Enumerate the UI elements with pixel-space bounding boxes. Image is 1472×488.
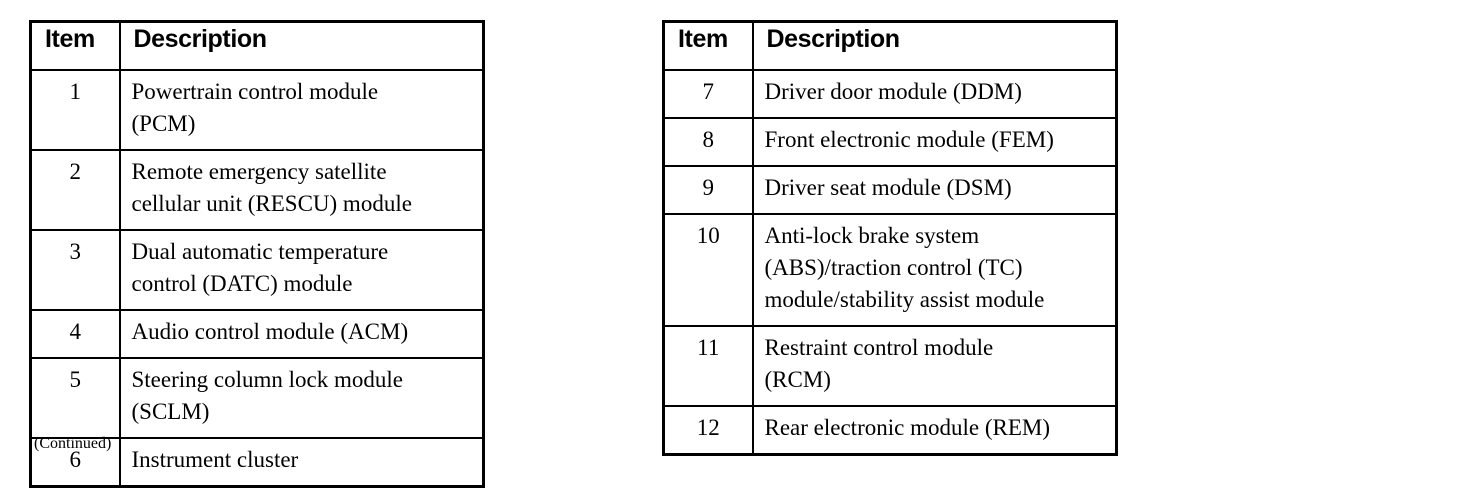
description-line: Rear electronic module (REM) bbox=[764, 415, 1050, 440]
description-line: Driver seat module (DSM) bbox=[764, 175, 1012, 200]
description-line: (RCM) bbox=[764, 367, 831, 392]
column-header-description: Description bbox=[118, 20, 485, 71]
description-line: Driver door module (DDM) bbox=[764, 79, 1022, 104]
cell-description: Driver door module (DDM) bbox=[751, 69, 1118, 119]
cell-description: Powertrain control module (PCM) bbox=[118, 69, 485, 151]
cell-item-number: 4 bbox=[29, 309, 121, 359]
cell-description: Audio control module (ACM) bbox=[118, 309, 485, 359]
cell-item-number: 8 bbox=[662, 117, 754, 167]
description-line: control (DATC) module bbox=[131, 271, 353, 296]
cell-description: Anti-lock brake system (ABS)/traction con… bbox=[751, 213, 1118, 327]
description-line: Dual automatic temperature bbox=[131, 239, 389, 264]
description-line: Restraint control module bbox=[764, 335, 994, 360]
cell-item-number: 11 bbox=[662, 325, 754, 407]
cell-description: Instrument cluster bbox=[118, 437, 485, 488]
cell-item-number: 10 bbox=[662, 213, 754, 327]
description-line: Front electronic module (FEM) bbox=[764, 127, 1054, 152]
description-line: Instrument cluster bbox=[131, 447, 299, 472]
description-line: (ABS)/traction control (TC) bbox=[764, 255, 1023, 280]
description-line: (PCM) bbox=[131, 111, 196, 136]
description-line: Powertrain control module bbox=[131, 79, 379, 104]
cell-description: Dual automatic temperature control (DATC)… bbox=[118, 229, 485, 311]
cell-item-number: 7 bbox=[662, 69, 754, 119]
cell-item-number: 2 bbox=[29, 149, 121, 231]
table-header-row: Item Description bbox=[662, 20, 1118, 71]
table-row: 2 Remote emergency satellite cellular unit… bbox=[29, 149, 485, 231]
cell-description: Steering column lock module (SCLM) bbox=[118, 357, 485, 439]
description-line: Steering column lock module bbox=[131, 367, 403, 392]
table-body: 7 Driver door module (DDM) 8 Front electron… bbox=[662, 69, 1118, 456]
table-header-row: Item Description bbox=[29, 20, 485, 71]
cell-description: Rear electronic module (REM) bbox=[751, 405, 1118, 456]
table-row: 5 Steering column lock module (SCLM) bbox=[29, 357, 485, 439]
legend-table-right: Item Description 7 Driver door module (DD… bbox=[662, 20, 1118, 456]
description-line: cellular unit (RESCU) module bbox=[131, 191, 412, 216]
continued-caption: (Continued) bbox=[34, 435, 112, 452]
table-row: 11 Restraint control module (RCM) bbox=[662, 325, 1118, 407]
table-row: 9 Driver seat module (DSM) bbox=[662, 165, 1118, 215]
table-row: 1 Powertrain control module (PCM) bbox=[29, 69, 485, 151]
description-line: Remote emergency satellite bbox=[131, 159, 387, 184]
column-header-item: Item bbox=[662, 20, 754, 71]
cell-item-number: 9 bbox=[662, 165, 754, 215]
cell-item-number: 12 bbox=[662, 405, 754, 456]
table-row: 10 Anti-lock brake system (ABS)/traction c… bbox=[662, 213, 1118, 327]
table-row: 7 Driver door module (DDM) bbox=[662, 69, 1118, 119]
cell-description: Remote emergency satellite cellular unit … bbox=[118, 149, 485, 231]
description-line: (SCLM) bbox=[131, 399, 210, 424]
cell-description: Driver seat module (DSM) bbox=[751, 165, 1118, 215]
column-header-item: Item bbox=[29, 20, 121, 71]
cell-description: Front electronic module (FEM) bbox=[751, 117, 1118, 167]
table-row: 8 Front electronic module (FEM) bbox=[662, 117, 1118, 167]
cell-description: Restraint control module (RCM) bbox=[751, 325, 1118, 407]
description-line: Audio control module (ACM) bbox=[131, 319, 409, 344]
table-row: 12 Rear electronic module (REM) bbox=[662, 405, 1118, 456]
column-header-description: Description bbox=[751, 20, 1118, 71]
description-line: Anti-lock brake system bbox=[764, 223, 980, 248]
table-row: 3 Dual automatic temperature control (DATC… bbox=[29, 229, 485, 311]
table-row: 4 Audio control module (ACM) bbox=[29, 309, 485, 359]
cell-item-number: 1 bbox=[29, 69, 121, 151]
description-line: module/stability assist module bbox=[764, 287, 1045, 312]
cell-item-number: 3 bbox=[29, 229, 121, 311]
cell-item-number: 5 bbox=[29, 357, 121, 439]
